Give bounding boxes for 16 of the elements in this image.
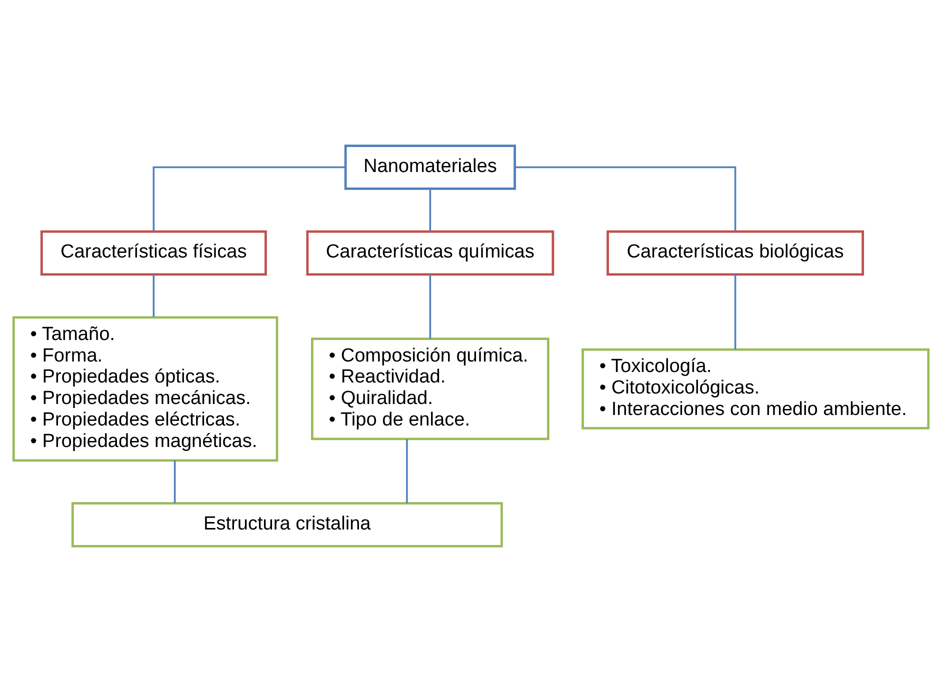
node-box: • Toxicología. • Citotoxicológicas. • Interacciones con medio ambiente.: [582, 348, 930, 430]
node-box: • Composición química. • Reactividad. • Quiralidad. • Tipo de enlace.: [311, 338, 550, 440]
connector: [406, 439, 408, 504]
node-box: Características biológicas: [606, 230, 864, 276]
node-box: Características físicas: [40, 230, 267, 276]
connector: [429, 188, 432, 232]
connector: [734, 274, 736, 350]
connector: [152, 274, 155, 317]
connector: [515, 166, 736, 232]
node-box: Características químicas: [306, 230, 554, 276]
connector: [152, 166, 346, 232]
node-box: Nanomateriales: [344, 144, 516, 190]
connector: [174, 460, 176, 504]
node-box: • Tamaño. • Forma. • Propiedades ópticas. • Propiedades mecánicas. • Propiedades eléctricas. • Propiedades magnéticas.: [12, 316, 278, 462]
node-box: Estructura cristalina: [71, 502, 503, 548]
connector: [429, 274, 432, 339]
